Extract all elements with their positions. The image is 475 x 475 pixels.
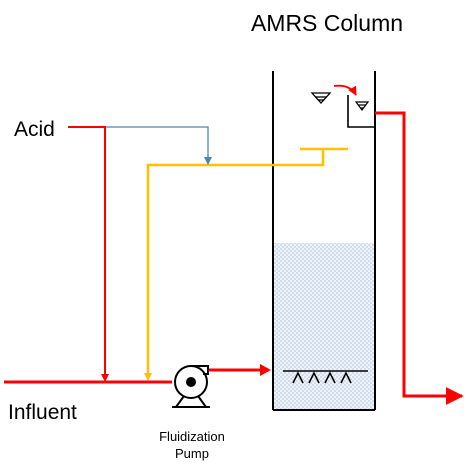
flow-distributor xyxy=(283,370,368,384)
overflow-arrow xyxy=(333,84,357,96)
media-bed xyxy=(273,243,375,410)
recycle-line xyxy=(146,147,348,378)
acid-line xyxy=(68,126,106,376)
column-walls xyxy=(272,71,376,411)
acid-arrow-head xyxy=(101,374,109,382)
column-title: AMRS Column xyxy=(251,10,403,36)
fluidization-pump-icon xyxy=(172,365,210,408)
pump-label-line1: Fluidization xyxy=(159,429,225,444)
recycle-arrow-head xyxy=(144,373,152,381)
influent-label: Influent xyxy=(8,401,77,424)
weir-water-level-icon xyxy=(354,101,370,111)
pump-label-line2: Pump xyxy=(175,446,209,461)
water-level-icon xyxy=(310,92,332,104)
acid-label: Acid xyxy=(14,118,55,141)
effluent-line xyxy=(375,111,464,405)
acid-dosing-arrow-head xyxy=(204,157,212,165)
overflow-weir xyxy=(347,95,374,128)
acid-dosing-line xyxy=(105,126,209,161)
pump-discharge-arrow-head xyxy=(260,364,271,376)
